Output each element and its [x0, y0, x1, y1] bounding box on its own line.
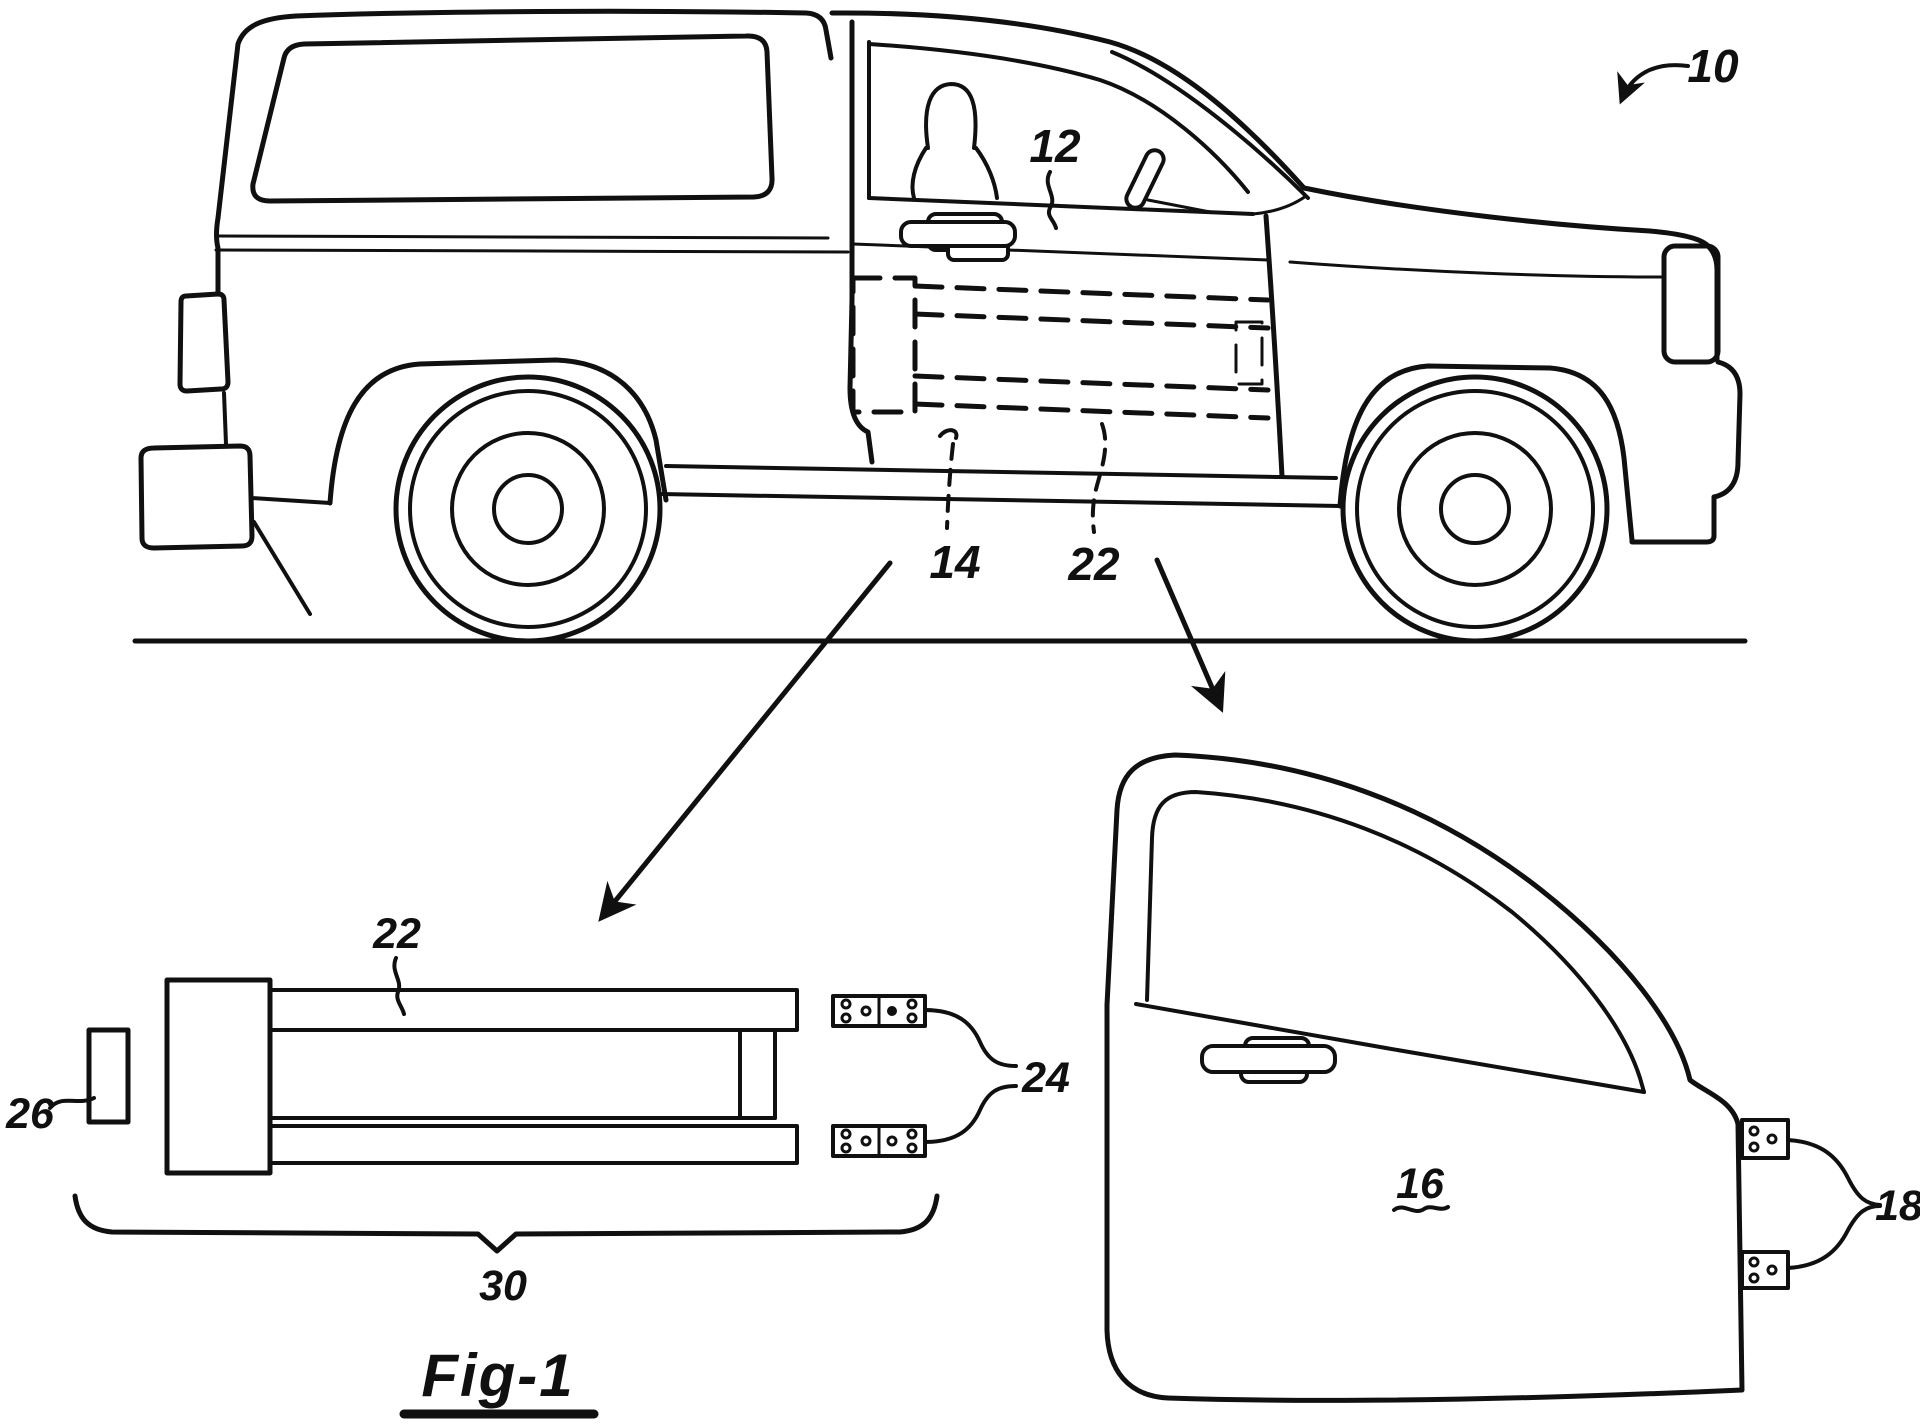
- label-24-lower-leader: [923, 1084, 1018, 1144]
- cap-roof-outline: [215, 8, 834, 221]
- vehicle-labels: 10 12 14 22: [929, 40, 1739, 590]
- arrow-to-door-detail: [1154, 557, 1226, 713]
- label-18-lower-leader: [1786, 1204, 1882, 1270]
- windshield-inner-line: [1110, 50, 1310, 200]
- front-fender-arch: [1337, 363, 1635, 543]
- rear-mudflap-line: [252, 520, 312, 616]
- rear-wheel: [393, 374, 663, 644]
- lower-hinge-block: [1740, 1250, 1790, 1290]
- rear-lower-stub: [250, 496, 332, 505]
- label-14: 14: [929, 536, 980, 588]
- door-window-inner: [1145, 790, 1646, 1094]
- beam-top-bar: [268, 988, 799, 1032]
- label-10: 10: [1687, 40, 1739, 92]
- hidden-door-beam-dashed: [850, 275, 1271, 421]
- label-30: 30: [479, 1262, 527, 1310]
- label-12-leader: [1045, 170, 1058, 230]
- end-plate-26: [86, 1027, 131, 1125]
- label-16-underline: [1392, 1205, 1450, 1213]
- cab-roof-a-pillar: [829, 10, 1307, 191]
- label-24: 24: [1021, 1054, 1070, 1102]
- label-18: 18: [1875, 1182, 1920, 1230]
- rear-fender-arch: [327, 357, 669, 506]
- figure-caption: Fig-1: [399, 1342, 599, 1419]
- beam-bottom-bar: [268, 1124, 799, 1165]
- front-wheel: [1340, 374, 1610, 644]
- label-24-upper-leader: [923, 1008, 1018, 1068]
- cap-bottom-line: [216, 234, 830, 240]
- front-crease-line: [1288, 260, 1664, 279]
- beam-front-bracket-dashed: [1234, 320, 1264, 386]
- label-12: 12: [1029, 120, 1081, 172]
- seat: [910, 82, 999, 200]
- cowl-line: [1251, 194, 1308, 216]
- vehicle-door-handle: [899, 212, 1017, 262]
- label-26: 26: [5, 1090, 55, 1138]
- seat-back-left: [910, 146, 928, 200]
- steering-wheel: [1124, 148, 1212, 214]
- label-14-hook: [938, 428, 959, 440]
- label-14-leader: [945, 442, 955, 530]
- cap-rear-edge-lower: [214, 215, 221, 295]
- rocker-upper-line: [664, 464, 1338, 480]
- cap-side-window: [250, 33, 775, 204]
- rear-panel-edge: [222, 391, 228, 446]
- headlight: [1661, 243, 1721, 365]
- hood-line: [1301, 185, 1720, 363]
- door-detail: 16 18: [1104, 752, 1920, 1403]
- seat-headrest: [924, 82, 978, 150]
- vehicle-side-view: 10 12 14 22: [132, 8, 1748, 922]
- label-22-vehicle: 22: [1067, 538, 1120, 590]
- door-window-frame: [867, 42, 1250, 194]
- front-bumper: [1629, 359, 1743, 545]
- rear-bumper: [138, 443, 255, 551]
- tail-light: [177, 291, 231, 394]
- belt-line: [867, 196, 1255, 216]
- label-22-detail-leader: [392, 956, 406, 1016]
- beam-bracket-dashed: [850, 275, 918, 415]
- label-18-upper-leader: [1786, 1138, 1882, 1207]
- door-detail-handle: [1200, 1036, 1337, 1084]
- door-front-cut: [1263, 213, 1285, 479]
- beam-assembly-detail: 24 26 22 30: [5, 910, 1070, 1310]
- label-10-leader: [1617, 63, 1690, 105]
- door-belt-line: [1134, 1002, 1646, 1094]
- label-26-leader: [48, 1096, 96, 1110]
- beam-mount-bracket: [164, 977, 273, 1176]
- arrow-to-beam-assembly: [598, 560, 893, 922]
- rear-body-crease: [214, 248, 850, 254]
- rocker-lower-line: [658, 492, 1342, 508]
- label-16: 16: [1396, 1160, 1445, 1208]
- label-22-detail: 22: [372, 910, 421, 958]
- door-outline: [1104, 752, 1745, 1403]
- brace-30: [72, 1193, 940, 1254]
- upper-hinge-block: [1740, 1118, 1790, 1160]
- seat-back-right: [974, 146, 999, 200]
- fig-caption-text: Fig-1: [421, 1342, 574, 1409]
- upper-connector-plate: [831, 994, 927, 1028]
- label-22-vehicle-leader: [1090, 422, 1108, 534]
- lower-connector-plate: [831, 1124, 927, 1158]
